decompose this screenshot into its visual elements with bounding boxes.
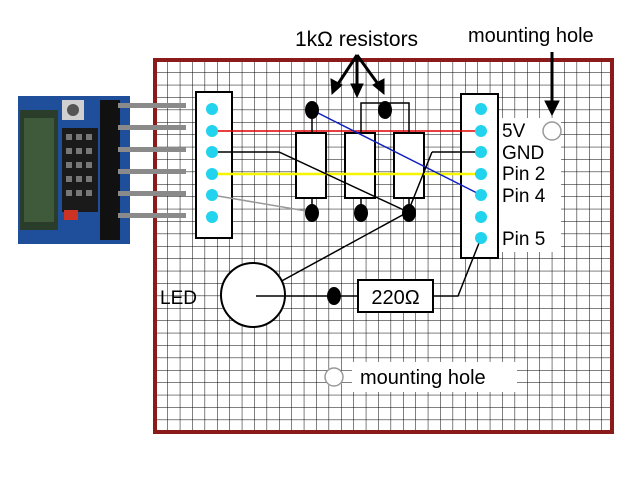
solder-joint bbox=[305, 101, 319, 119]
mounting-hole-bottom-label-background bbox=[352, 362, 517, 392]
pad bbox=[206, 168, 218, 180]
right-header-pads bbox=[475, 103, 487, 244]
wire-gray bbox=[211, 194, 313, 213]
mounting-hole-arrow bbox=[544, 52, 560, 117]
left-header-pads bbox=[206, 103, 218, 223]
pad bbox=[475, 125, 487, 137]
resistor-220-label: 220Ω bbox=[371, 287, 419, 309]
led-label: LED bbox=[160, 288, 197, 309]
pad bbox=[475, 211, 487, 223]
resistor-1k-3 bbox=[393, 132, 425, 199]
solder-joints bbox=[305, 101, 416, 305]
wire-220-to-pin5 bbox=[433, 237, 482, 297]
pad bbox=[475, 189, 487, 201]
mounting-hole-top-label: mounting hole bbox=[468, 25, 594, 47]
resistor-arrows bbox=[330, 54, 385, 99]
pad bbox=[475, 232, 487, 244]
solder-joint bbox=[378, 101, 392, 119]
solder-joint bbox=[354, 204, 368, 222]
resistor-1k-2 bbox=[344, 132, 376, 199]
pin-label-5v: 5V bbox=[502, 121, 526, 142]
module-header-pins bbox=[118, 103, 186, 218]
wire-gnd-to-right-header bbox=[407, 151, 433, 213]
resistor-1k-1 bbox=[295, 132, 327, 199]
pad bbox=[206, 211, 218, 223]
mounting-hole-bottom bbox=[324, 367, 344, 387]
wire-blue-pin4 bbox=[311, 109, 482, 196]
pad bbox=[206, 146, 218, 158]
pad bbox=[206, 103, 218, 115]
pin-label-gnd: GND bbox=[502, 143, 544, 164]
resistor-220 bbox=[357, 279, 434, 313]
board-border bbox=[153, 58, 614, 434]
resistors-label: 1kΩ resistors bbox=[295, 28, 418, 51]
solder-joint bbox=[327, 287, 341, 305]
mounting-hole-bottom-label: mounting hole bbox=[360, 367, 486, 389]
pad bbox=[475, 168, 487, 180]
mounting-hole-top bbox=[542, 121, 562, 141]
solder-joint bbox=[402, 204, 416, 222]
pad bbox=[475, 146, 487, 158]
pin-label-pin5: Pin 5 bbox=[502, 229, 545, 250]
led bbox=[220, 262, 286, 328]
pad bbox=[206, 125, 218, 137]
pin-label-pin4: Pin 4 bbox=[502, 186, 546, 207]
pad bbox=[475, 103, 487, 115]
pad bbox=[206, 189, 218, 201]
pin-label-pin2: Pin 2 bbox=[502, 164, 545, 185]
wire-black-gnd bbox=[212, 151, 409, 213]
solder-joint bbox=[305, 204, 319, 222]
sensor-module bbox=[18, 96, 130, 244]
